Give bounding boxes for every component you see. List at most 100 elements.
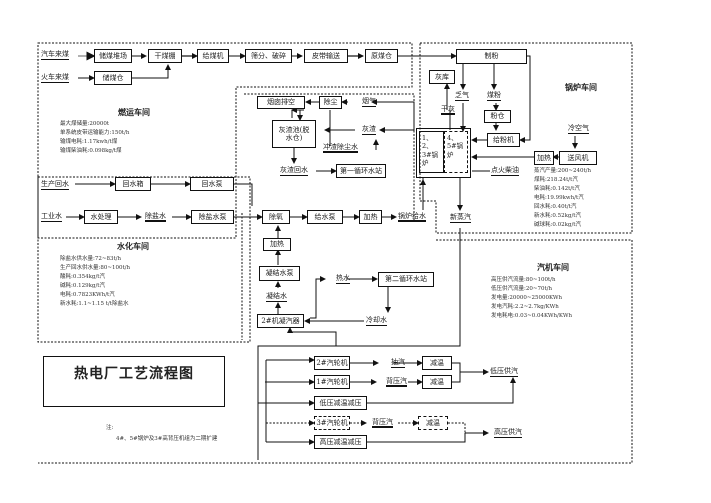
excess-air-label: 乏气	[455, 91, 469, 101]
chimney-box: 烟囱排空	[257, 96, 305, 109]
diagram-title-box: 热电厂工艺流程图	[43, 356, 225, 407]
note-text: 4#、5#锅炉及3#高背压机组为二期扩建	[116, 436, 218, 442]
powder-bin-box: 粉仓	[484, 110, 511, 123]
turbine2-box: 2#汽轮机	[314, 356, 350, 370]
boiler-stat: 碱球耗:0.02kg/t汽	[534, 222, 582, 228]
new-steam-label: 新蒸汽	[450, 213, 471, 223]
turbine-section-border	[38, 239, 633, 464]
industrial-water-label: 工业水	[41, 212, 62, 222]
boiler-stats: 蒸汽产量:200~240t/h 煤耗:218.24t/t汽 柴油耗:0.142t…	[534, 167, 591, 230]
boiler-stat: 煤耗:218.24t/t汽	[534, 177, 578, 183]
low-supply-label: 低压供汽	[490, 367, 518, 377]
slag-label: 灰渣	[362, 125, 376, 135]
coal-bin-box: 储煤仓	[94, 71, 132, 85]
ignition-oil-label: 点火柴油	[491, 166, 519, 176]
desup2-box: 减温	[422, 375, 452, 389]
turbine-stat: 发电耗电:0.03~0.04KWh/KWh	[491, 313, 573, 319]
water-stat: 电耗:0.7823KWh/t汽	[60, 292, 115, 298]
cond-pump-box: 凝结水泵	[259, 266, 300, 281]
boiler-45: 4、5#锅炉	[444, 131, 468, 173]
boiler-section-title: 锅炉车间	[565, 83, 597, 92]
coal-stat: 输煤柴油耗:0.098kg/t煤	[60, 148, 122, 154]
turbine-stat: 发电汽耗:2.2~2.7kg/KWh	[491, 304, 559, 310]
prod-return-label: 生产回水	[41, 180, 69, 190]
pulverize-box: 制粉	[456, 49, 527, 64]
boiler-stat: 柴油耗:0.142t/t汽	[534, 186, 580, 192]
return-pump-box: 回水泵	[190, 177, 234, 191]
coal-powder-label: 煤粉	[487, 91, 501, 101]
water-stat: 除盐水供水量:72~83t/h	[60, 256, 122, 262]
heat1-box: 加热	[359, 210, 382, 224]
desalt-water-label: 除盐水	[145, 212, 166, 222]
cool-water-label: 冷却水	[366, 316, 387, 326]
heat2-box: 加热	[263, 238, 291, 251]
boiler-group: 1、2、3#锅炉 4、5#锅炉	[416, 128, 471, 178]
high-supply-label: 高压供汽	[494, 428, 522, 438]
boiler-stat: 蒸汽产量:200~240t/h	[534, 168, 592, 174]
hot-water-label: 热水	[336, 274, 350, 284]
diagram-title: 热电厂工艺流程图	[74, 366, 194, 382]
turbine3-box: 3#汽轮机	[314, 416, 350, 430]
boiler-stat: 电耗:19.99kwh/t汽	[534, 195, 584, 201]
condenser-box: 2#机凝汽器	[257, 314, 304, 328]
extract-label: 抽汽	[391, 358, 405, 368]
flue-gas-label: 烟气	[362, 97, 376, 107]
lp-reducer-box: 低压减温减压	[314, 396, 367, 410]
water-stat: 生产回水供水量:80~100t/h	[60, 265, 131, 271]
water-section-border	[37, 176, 251, 343]
dry-ash-label: 干灰	[441, 105, 455, 115]
return-tank-box: 回水箱	[115, 177, 151, 191]
boiler-inner-border	[244, 93, 415, 222]
water-section-title: 水化车间	[117, 242, 149, 251]
turbine-stat: 低压供汽流量:20~70t/h	[491, 286, 553, 292]
belt-box: 皮带输送	[304, 49, 348, 63]
turbine-stats: 高压供汽流量:80~100t/h 低压供汽流量:20~70t/h 发电量:200…	[491, 276, 572, 321]
coal-stat: 输煤电耗:1.17kwh/t煤	[60, 139, 118, 145]
heat-air-box: 加热	[534, 151, 554, 165]
hp-reducer-box: 高压减温减压	[314, 435, 367, 449]
coal-yard-box: 储煤堆场	[94, 49, 132, 63]
train-coal-label: 火车来煤	[41, 73, 69, 83]
raw-bin-box: 原煤仓	[365, 49, 398, 63]
boiler-123: 1、2、3#锅炉	[419, 131, 444, 173]
turbine-stat: 发电量:20000~25000KWh	[491, 295, 563, 301]
car-coal-label: 汽车来煤	[41, 50, 69, 60]
slag-pool-box: 灰渣池(脱水仓)	[272, 120, 316, 148]
back-pressure3-label: 背压汽	[372, 418, 393, 428]
turbine-section-title: 汽机车间	[537, 263, 569, 272]
fan-box: 送风机	[559, 151, 597, 165]
screen-crush-box: 筛分、破碎	[245, 49, 292, 63]
turbine1-box: 1#汽轮机	[314, 375, 350, 389]
coal-stat: 最大煤储量:20000t	[60, 121, 110, 127]
desup1-box: 减温	[422, 356, 452, 370]
desalt-pump-box: 除盐水泵	[191, 210, 234, 224]
note-label: 注:	[106, 425, 114, 431]
cold-air-label: 冷空气	[568, 124, 589, 134]
boiler-feed-label: 锅炉给水	[398, 212, 426, 222]
feeder-box: 给煤机	[197, 49, 229, 63]
boiler-stat: 新水耗:0.52kg/t汽	[534, 213, 582, 219]
powder-feeder-box: 给粉机	[487, 133, 520, 147]
feed-pump-box: 给水泵	[307, 210, 343, 224]
turbine-stat: 高压供汽流量:80~100t/h	[491, 277, 556, 283]
coal-section-title: 燃运车间	[118, 108, 150, 117]
condensate-label: 凝结水	[266, 292, 287, 302]
water-stat: 碱耗:0.129kg/t汽	[60, 283, 106, 289]
coal-stats: 最大煤储量:20000t 单系统皮带运输能力:150t/h 输煤电耗:1.17k…	[60, 120, 129, 156]
back-pressure1-label: 背压汽	[386, 377, 407, 387]
desup3-box: 减温	[418, 416, 448, 430]
boiler-section-border	[419, 42, 633, 234]
slag-return-label: 灰渣回水	[280, 166, 308, 176]
dust-box: 除尘	[319, 96, 342, 109]
deaerate-box: 除氧	[262, 210, 290, 224]
water-stats: 除盐水供水量:72~83t/h 生产回水供水量:80~100t/h 酸耗:0.3…	[60, 255, 130, 309]
water-treat-box: 水处理	[84, 210, 118, 224]
boiler-stat: 回水耗:0.40t/t汽	[534, 204, 577, 210]
coal-stat: 单系统皮带运输能力:150t/h	[60, 130, 130, 136]
dry-shed-box: 干煤棚	[148, 49, 182, 63]
water-stat: 酸耗:0.354kg/t汽	[60, 274, 106, 280]
ash-store-box: 灰库	[429, 70, 455, 84]
water-stat: 新水耗:1.1~1.15 t/t除盐水	[60, 301, 129, 307]
flush-water-label: 冲渣除尘水	[323, 143, 358, 153]
cycle2-box: 第二循环水站	[378, 272, 434, 287]
